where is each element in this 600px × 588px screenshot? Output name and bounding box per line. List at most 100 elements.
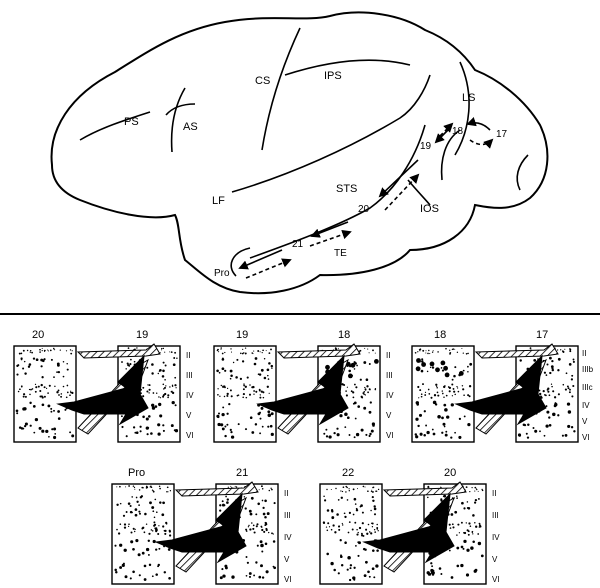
neuron-dot	[352, 513, 355, 516]
panel-left-title: 19	[236, 329, 248, 341]
neuron-dot	[264, 524, 267, 527]
neuron-dot	[448, 549, 451, 552]
neuron-dot	[357, 531, 359, 534]
neuron-dot	[450, 436, 453, 439]
neuron-dot	[241, 352, 244, 355]
neuron-dot	[34, 417, 39, 422]
neuron-dot	[261, 550, 264, 553]
neuron-dot	[241, 360, 245, 363]
neuron-dot	[570, 426, 574, 429]
occipital-curve	[440, 129, 461, 181]
neuron-dot	[164, 364, 167, 367]
neuron-dot	[137, 553, 141, 557]
neuron-dot	[71, 350, 73, 352]
neuron-dot	[364, 386, 366, 389]
neuron-dot	[258, 389, 261, 392]
neuron-dot	[554, 402, 558, 407]
neuron-dot	[519, 359, 522, 362]
neuron-dot	[267, 374, 269, 377]
neuron-dot	[355, 545, 357, 547]
neuron-dot	[222, 574, 226, 578]
neuron-dot	[245, 396, 248, 399]
neuron-dot	[355, 507, 358, 510]
neuron-dot	[245, 574, 248, 577]
neuron-dot	[414, 351, 417, 354]
neuron-dot	[477, 541, 482, 546]
neuron-dot	[258, 575, 262, 579]
neuron-dot	[348, 521, 351, 523]
neuron-dot	[29, 349, 32, 352]
feedforward-arrow	[76, 343, 161, 359]
neuron-dot	[34, 383, 37, 386]
neuron-dot	[243, 496, 246, 498]
neuron-dot	[342, 486, 345, 489]
neuron-dot	[260, 564, 263, 568]
neuron-dot	[368, 352, 370, 354]
neuron-dot	[361, 511, 364, 514]
neuron-dot	[152, 490, 155, 493]
neuron-dot	[525, 432, 528, 435]
panel-left-title: 20	[32, 329, 44, 341]
neuron-dot	[437, 394, 440, 397]
neuron-dot	[356, 533, 359, 536]
neuron-dot	[56, 391, 59, 394]
neuron-dot	[428, 393, 431, 395]
neuron-dot	[375, 490, 377, 492]
neuron-dot	[345, 485, 347, 488]
neuron-dot	[568, 363, 572, 366]
neuron-dot	[340, 496, 343, 499]
neuron-dot	[542, 389, 545, 393]
neuron-dot	[474, 490, 476, 492]
neuron-dot	[30, 388, 32, 391]
neuron-dot	[264, 521, 267, 524]
neuron-dot	[472, 533, 474, 535]
neuron-dot	[418, 397, 420, 399]
label-area-19: 19	[420, 141, 432, 152]
neuron-dot	[271, 367, 273, 369]
neuron-dot	[23, 407, 27, 411]
neuron-dot	[22, 349, 25, 352]
neuron-dot	[142, 487, 145, 489]
neuron-dot	[356, 529, 358, 531]
neuron-dot	[15, 409, 19, 413]
neuron-dot	[134, 431, 137, 434]
neuron-dot	[230, 351, 233, 353]
neuron-dot	[129, 577, 132, 580]
panel-right-title: 19	[136, 329, 148, 341]
neuron-dot	[454, 431, 456, 434]
neuron-dot	[458, 373, 461, 377]
neuron-dot	[123, 526, 127, 529]
neuron-dot	[267, 425, 270, 428]
neuron-dot	[463, 539, 467, 544]
neuron-dot	[261, 425, 264, 428]
neuron-dot	[119, 543, 123, 547]
neuron-dot	[148, 384, 151, 387]
neuron-dot	[569, 350, 572, 353]
neuron-dot	[260, 406, 264, 410]
neuron-dot	[557, 357, 561, 361]
neuron-dot	[352, 576, 356, 580]
neuron-dot	[454, 348, 456, 350]
neuron-dot	[270, 412, 274, 416]
neuron-dot	[343, 383, 346, 387]
neuron-dot	[253, 531, 256, 534]
neuron-dot	[261, 488, 264, 490]
neuron-dot	[465, 522, 467, 524]
neuron-dot	[451, 378, 454, 381]
neuron-dot	[264, 542, 268, 546]
neuron-dot	[134, 508, 138, 511]
neuron-dot	[417, 424, 420, 428]
neuron-dot	[224, 434, 227, 438]
neuron-dot	[147, 427, 150, 429]
neuron-dot	[249, 416, 253, 419]
neuron-dot	[142, 386, 145, 389]
neuron-dot	[564, 433, 568, 437]
neuron-dot	[517, 433, 522, 437]
neuron-dot	[66, 391, 69, 394]
neuron-dot	[220, 348, 222, 350]
neuron-dot	[527, 423, 530, 427]
layer-label: II	[284, 489, 288, 498]
neuron-dot	[376, 528, 379, 530]
neuron-dot	[332, 524, 335, 527]
neuron-dot	[426, 430, 430, 435]
